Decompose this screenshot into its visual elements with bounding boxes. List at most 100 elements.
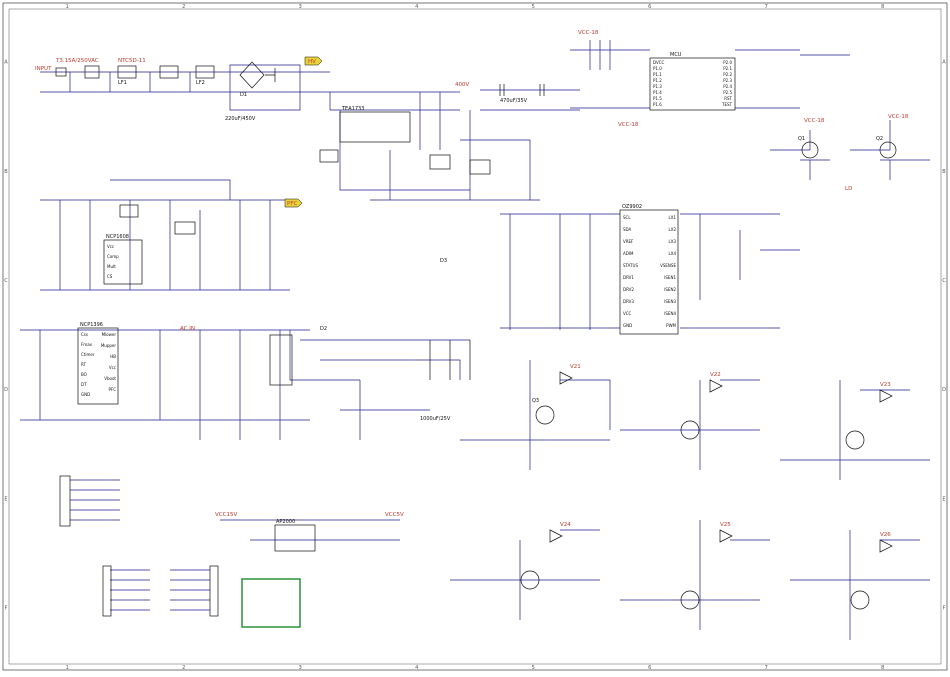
pin-ic4-left-8: VCC bbox=[623, 311, 632, 316]
label-cap2: 1000uF/25V bbox=[420, 416, 451, 422]
pin-ic6-right-0: P2.0 bbox=[723, 60, 732, 65]
frame-row-C: C bbox=[4, 278, 8, 284]
label-input: INPUT bbox=[35, 66, 52, 72]
pin-ic4-right-2: LX3 bbox=[668, 239, 676, 244]
frame-row-right-E: E bbox=[942, 496, 945, 502]
pin-ic2-left-3: RT bbox=[81, 362, 86, 367]
pin-ic2-right-4: Vboot bbox=[104, 376, 116, 381]
pin-ic4-left-3: ADIM bbox=[623, 251, 634, 256]
pin-ic6-left-5: P1.4 bbox=[653, 90, 662, 95]
pin-ic1-0: Vcc bbox=[107, 244, 114, 249]
wires-channels bbox=[450, 360, 930, 640]
label-d1: D1 bbox=[240, 92, 247, 98]
pin-ic6-left-6: P1.5 bbox=[653, 96, 662, 101]
pin-ic4-left-4: STATUS bbox=[623, 263, 638, 268]
frame-row-F: F bbox=[5, 605, 8, 611]
label-vcc18-c: VCC-18 bbox=[804, 118, 825, 124]
pin-ic4-right-8: ISEN4 bbox=[664, 311, 676, 316]
label-ld: LD bbox=[845, 186, 852, 192]
pin-ic2-left-4: BO bbox=[81, 372, 87, 377]
frame-col-6: 6 bbox=[648, 4, 651, 10]
pin-ic4-left-7: DRV3 bbox=[623, 299, 634, 304]
label-ic4: OZ9902 bbox=[622, 204, 642, 210]
pin-ic2-left-2: Ctimer bbox=[81, 352, 95, 357]
pin-ic2-right-0: Mlower bbox=[102, 332, 117, 337]
wires-aux bbox=[40, 179, 290, 291]
pin-ic4-right-9: PWM bbox=[666, 323, 676, 328]
pin-ic4-right-0: LX1 bbox=[668, 215, 676, 220]
pin-ic6-left-7: P1.6 bbox=[653, 102, 662, 107]
pin-ic6-left-3: P1.2 bbox=[653, 78, 662, 83]
label-ic2: NCP1396 bbox=[80, 322, 103, 328]
frame-col-1: 1 bbox=[66, 4, 69, 10]
pin-ic6-left-1: P1.0 bbox=[653, 66, 662, 71]
pin-ic2-right-2: HB bbox=[110, 354, 116, 359]
frame-col-bottom-2: 2 bbox=[182, 665, 185, 671]
pin-ic4-right-1: LX2 bbox=[668, 227, 676, 232]
label-ic3: TEA1733 bbox=[341, 106, 364, 112]
label-vcc5: VCC5V bbox=[385, 512, 404, 518]
frame-col-bottom-8: 8 bbox=[881, 665, 884, 671]
frame-row-right-A: A bbox=[942, 60, 946, 66]
pin-ic6-right-5: P2.5 bbox=[723, 90, 732, 95]
pin-ic2-left-0: Css bbox=[81, 332, 88, 337]
pin-ic2-right-1: Mupper bbox=[101, 343, 117, 348]
frame-col-bottom-5: 5 bbox=[532, 665, 535, 671]
label-rt: NTC5D-11 bbox=[118, 58, 146, 64]
frame-col-5: 5 bbox=[532, 4, 535, 10]
pin-ic6-left-2: P1.1 bbox=[653, 72, 662, 77]
pin-ic4-left-2: VREF bbox=[623, 239, 634, 244]
wires-led-driver bbox=[500, 213, 800, 330]
label-v21: V21 bbox=[570, 364, 581, 370]
label-cap1: 220uF/450V bbox=[225, 116, 256, 122]
pin-ic6-right-6: RST bbox=[724, 96, 732, 101]
pin-ic4-right-6: ISEN2 bbox=[664, 287, 676, 292]
parts-primary-filter bbox=[55, 61, 276, 89]
parts-mcu bbox=[649, 57, 736, 111]
frame-row-B: B bbox=[4, 169, 8, 175]
chip-pins-ic4: SCLSDAVREFADIMSTATUSDRV1DRV2DRV3VCCGNDLX… bbox=[623, 215, 677, 328]
label-v23: V23 bbox=[880, 382, 891, 388]
frame-col-4: 4 bbox=[415, 4, 418, 10]
label-v22: V22 bbox=[710, 372, 721, 378]
label-hv: HV bbox=[308, 59, 316, 65]
parts-led-driver bbox=[619, 209, 679, 335]
label-ind1: LF1 bbox=[118, 80, 127, 86]
pin-ic6-right-4: P2.4 bbox=[723, 84, 732, 89]
label-q3: Q3 bbox=[532, 398, 539, 404]
net-flag-hv bbox=[304, 56, 323, 66]
pin-ic4-left-9: GND bbox=[623, 323, 632, 328]
frame-col-bottom-6: 6 bbox=[648, 665, 651, 671]
label-ic1: NCP1608 bbox=[106, 234, 129, 240]
pin-ic1-3: CS bbox=[107, 274, 113, 279]
frame-col-bottom-7: 7 bbox=[765, 665, 768, 671]
label-ic5: AP2000 bbox=[276, 519, 295, 525]
frame-row-right-B: B bbox=[942, 169, 946, 175]
frame-inner bbox=[8, 8, 942, 665]
label-q1: Q1 bbox=[798, 136, 805, 142]
label-vcc18-a: VCC-18 bbox=[578, 30, 599, 36]
part-labels: NCP1608 NCP1396 TEA1733 OZ9902 AP2000 MC… bbox=[80, 52, 883, 525]
net-flag-pfc bbox=[284, 198, 303, 208]
label-v25: V25 bbox=[720, 522, 731, 528]
label-cap3: 470uF/35V bbox=[500, 98, 528, 104]
pin-ic4-right-5: ISEN1 bbox=[664, 275, 676, 280]
pin-ic6-right-1: P2.1 bbox=[723, 66, 732, 71]
frame-col-bottom-3: 3 bbox=[299, 665, 302, 671]
pin-ic4-right-4: VSENSE bbox=[660, 263, 676, 268]
frame-col-bottom-1: 1 bbox=[66, 665, 69, 671]
pin-ic4-left-6: DRV2 bbox=[623, 287, 634, 292]
parts-llc bbox=[77, 327, 471, 405]
frame-row-D: D bbox=[4, 387, 8, 393]
label-d2: D2 bbox=[320, 326, 327, 332]
pin-ic2-left-6: GND bbox=[81, 392, 90, 397]
pin-ic4-left-1: SDA bbox=[623, 227, 632, 232]
pin-ic6-right-2: P2.2 bbox=[723, 72, 732, 77]
chip-pins-ic6: DVCCP1.0P1.1P1.2P1.3P1.4P1.5P1.6P2.0P2.1… bbox=[653, 60, 733, 107]
wires-connectors bbox=[70, 479, 400, 611]
pin-ic1-2: Mult bbox=[107, 264, 116, 269]
frame-row-right-D: D bbox=[942, 387, 946, 393]
